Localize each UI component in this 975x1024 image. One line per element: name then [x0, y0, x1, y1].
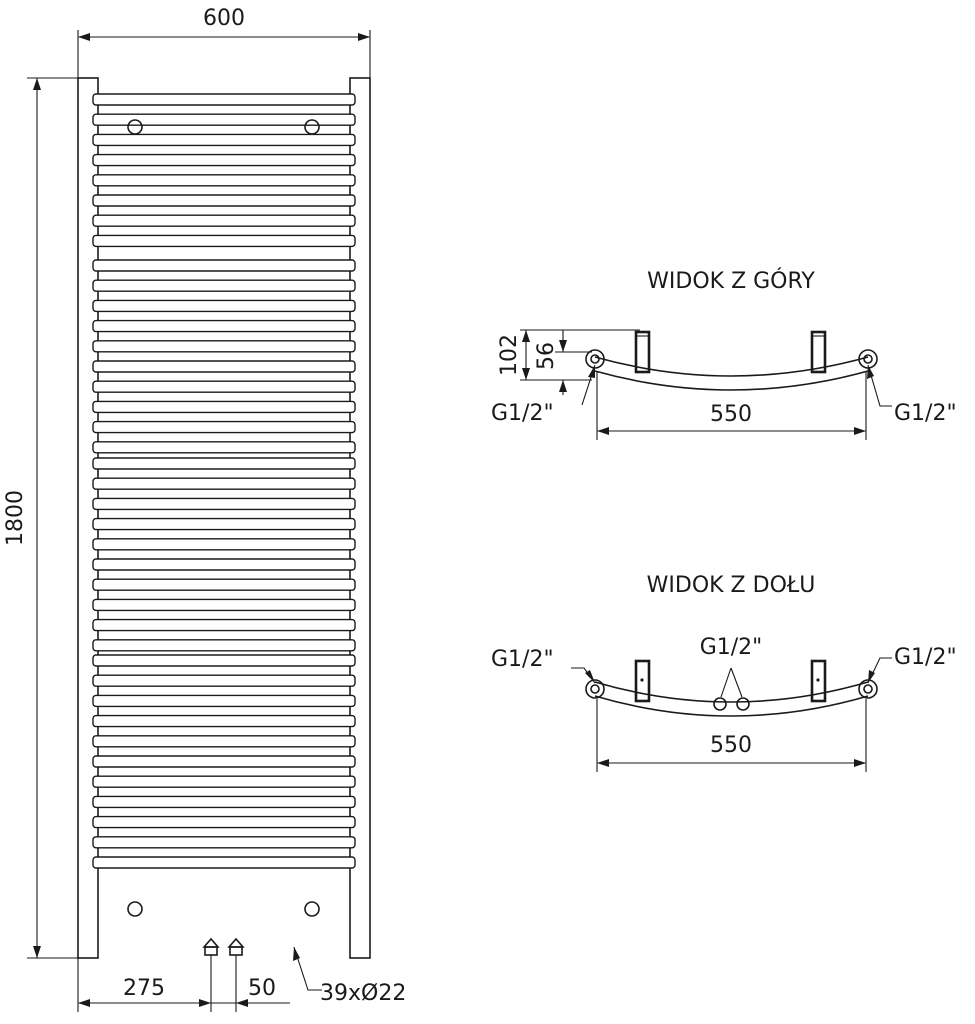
width-dimension: 600: [77, 6, 371, 78]
horizontal-tube: [92, 299, 356, 313]
bottom-center-thread-label: G1/2": [700, 635, 763, 660]
mount-hole-top-left: [127, 119, 143, 135]
horizontal-tube: [92, 441, 356, 454]
horizontal-tube: [92, 477, 356, 490]
horizontal-tube: [92, 360, 356, 373]
horizontal-tube: [92, 714, 356, 728]
top-depth-label: 102: [497, 334, 522, 376]
connection-spacing-label: 50: [248, 976, 276, 1001]
bottom-connections: [202, 937, 245, 1012]
horizontal-tube: [92, 558, 356, 571]
horizontal-tube: [92, 259, 356, 272]
horizontal-tube: [92, 815, 356, 829]
mount-hole-bottom-right: [304, 901, 320, 917]
bottom-dimensions: 275 50: [77, 958, 290, 1012]
horizontal-tube: [92, 639, 356, 652]
horizontal-tube: [92, 654, 356, 667]
horizontal-tube: [92, 755, 356, 768]
horizontal-tube: [92, 618, 356, 632]
height-dimension: 1800: [3, 77, 98, 959]
horizontal-tube: [92, 497, 356, 511]
horizontal-tube: [92, 795, 356, 809]
mount-hole-top-right: [304, 119, 320, 135]
horizontal-tube: [92, 457, 356, 470]
horizontal-tube: [92, 153, 356, 167]
horizontal-tube: [92, 133, 356, 147]
horizontal-tube: [92, 214, 356, 227]
horizontal-tube: [92, 340, 356, 353]
horizontal-tube: [92, 598, 356, 612]
bottom-width-label: 550: [710, 733, 752, 758]
horizontal-tubes: [92, 93, 356, 869]
horizontal-tube: [92, 380, 356, 393]
top-left-thread-label: G1/2": [491, 401, 554, 426]
connection-offset-label: 275: [123, 976, 165, 1001]
horizontal-tube: [92, 578, 356, 591]
horizontal-tube: [92, 517, 356, 531]
top-view-title: WIDOK Z GÓRY: [647, 268, 815, 294]
horizontal-tube: [92, 674, 356, 687]
bottom-view: WIDOK Z DOŁU G1/2" G1/2" G1/2" 550: [491, 573, 957, 772]
horizontal-tube: [92, 93, 356, 106]
top-width-label: 550: [710, 402, 752, 427]
height-label: 1800: [3, 490, 28, 546]
top-right-thread-label: G1/2": [894, 401, 957, 426]
horizontal-tube: [92, 538, 356, 551]
horizontal-tube: [92, 694, 356, 708]
horizontal-tube: [92, 279, 356, 292]
front-view: 600 1800: [3, 6, 406, 1012]
bottom-view-title: WIDOK Z DOŁU: [647, 573, 816, 598]
horizontal-tube: [92, 174, 356, 187]
tube-spec-callout: 39xØ22: [293, 946, 406, 1006]
horizontal-tube: [92, 856, 356, 869]
mount-hole-bottom-left: [127, 901, 143, 917]
tube-spec-label: 39xØ22: [320, 981, 406, 1006]
horizontal-tube: [92, 319, 356, 333]
horizontal-tube: [92, 836, 356, 849]
horizontal-tube: [92, 735, 356, 748]
horizontal-tube: [92, 400, 356, 414]
horizontal-tube: [92, 194, 356, 207]
width-label: 600: [203, 6, 245, 31]
horizontal-tube: [92, 420, 356, 434]
bottom-right-thread-label: G1/2": [894, 645, 957, 670]
top-offset-label: 56: [534, 342, 559, 370]
bottom-left-thread-label: G1/2": [491, 647, 554, 672]
top-view: WIDOK Z GÓRY 102 56 G1/2" G1/2": [491, 268, 957, 440]
horizontal-tube: [92, 234, 356, 248]
horizontal-tube: [92, 775, 356, 788]
horizontal-tube: [92, 113, 356, 126]
